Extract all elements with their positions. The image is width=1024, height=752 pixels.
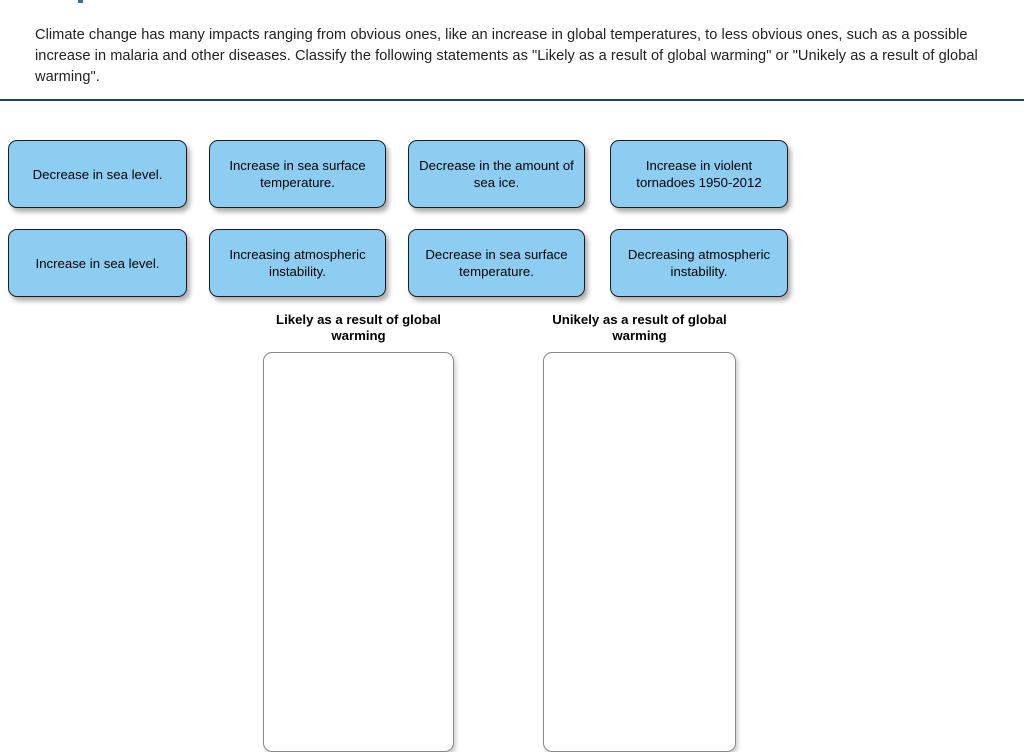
drop-zone-likely-area[interactable] [263, 352, 454, 752]
drop-zone-unlikely-title: Unikely as a result of global warming [552, 312, 727, 343]
question-prompt: Climate change has many impacts ranging … [35, 26, 978, 85]
draggable-tiles-container: Decrease in sea level. Increase in sea s… [8, 140, 788, 297]
draggable-tile-increasing-instability[interactable]: Increasing atmospheric instability. [209, 229, 386, 297]
draggable-tile-increase-sea-surface-temp[interactable]: Increase in sea surface temperature. [209, 140, 386, 208]
clipped-top-fragment [78, 0, 83, 3]
draggable-tile-increase-sea-level[interactable]: Increase in sea level. [8, 229, 187, 297]
drop-zone-unlikely-area[interactable] [543, 352, 736, 752]
draggable-tile-decrease-sea-ice[interactable]: Decrease in the amount of sea ice. [408, 140, 585, 208]
section-divider [0, 99, 1024, 101]
draggable-tile-decreasing-instability[interactable]: Decreasing atmospheric instability. [610, 229, 788, 297]
draggable-tile-decrease-sea-surface-temp[interactable]: Decrease in sea surface temperature. [408, 229, 585, 297]
draggable-tile-decrease-sea-level[interactable]: Decrease in sea level. [8, 140, 187, 208]
drop-zone-likely-title: Likely as a result of global warming [276, 312, 441, 343]
draggable-tile-increase-violent-tornadoes[interactable]: Increase in violent tornadoes 1950-2012 [610, 140, 788, 208]
